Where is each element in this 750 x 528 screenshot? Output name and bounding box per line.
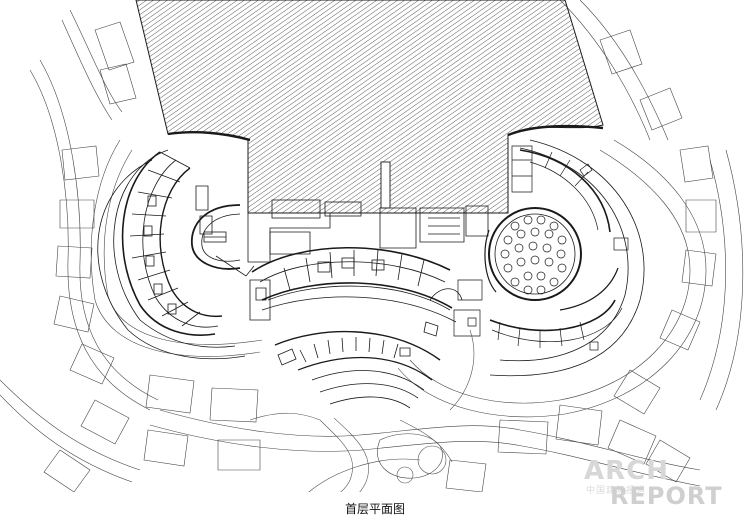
watermark-line-chinese: 中国建筑报道: [586, 486, 647, 496]
central-block: [247, 199, 489, 321]
surrounding-villas: [43, 21, 717, 492]
left-courtyard: [191, 204, 255, 277]
left-guestroom-wing: [121, 151, 223, 336]
watermark-line-report: REPORT: [610, 482, 723, 510]
lower-terrace: [274, 321, 441, 409]
drawing-caption: 首层平面图: [344, 502, 405, 516]
main-roof-hatch: [135, 0, 604, 214]
entrance-canopy: [380, 161, 391, 209]
arch-report-watermark: ARCH 中国建筑报道 REPORT: [584, 458, 744, 508]
roof-edge-right: [507, 124, 604, 137]
banquet-hall: [453, 145, 629, 351]
banquet-tables: [500, 215, 567, 295]
roof-edge-left: [167, 131, 251, 142]
watermark-line-arch: ARCH: [584, 456, 669, 486]
building-perimeter: [97, 139, 645, 377]
landscape-paths: [249, 329, 475, 492]
